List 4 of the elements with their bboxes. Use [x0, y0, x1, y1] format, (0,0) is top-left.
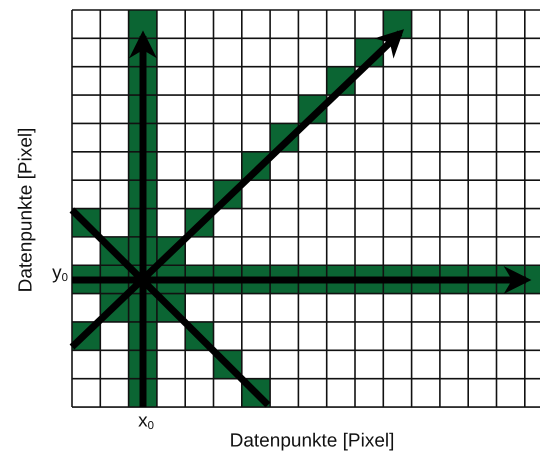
axis-title: Datenpunkte [Pixel]: [16, 128, 38, 292]
axis-title: Datenpunkte [Pixel]: [230, 432, 394, 452]
axis-label: y$_{0}$: [52, 263, 68, 285]
axis-label: x$_{0}$: [138, 411, 154, 433]
